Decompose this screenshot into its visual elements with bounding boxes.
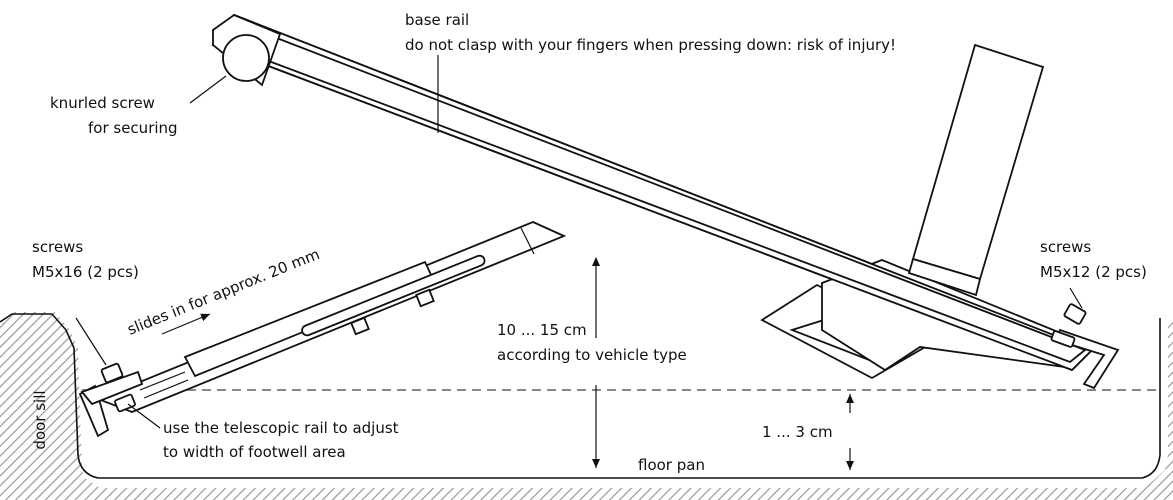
screw-right-1 <box>1063 303 1087 325</box>
label-warning: do not clasp with your fingers when pres… <box>405 36 896 54</box>
label-knurled-1: knurled screw <box>50 94 155 112</box>
label-gap: 1 ... 3 cm <box>762 423 833 441</box>
leader-telescopic <box>127 403 161 429</box>
left-mounting-bracket <box>78 362 144 438</box>
label-knurled-2: for securing <box>88 119 178 137</box>
label-telescopic-2: to width of footwell area <box>163 443 346 461</box>
base-plate <box>211 13 1094 372</box>
screw-right-2 <box>1050 330 1076 348</box>
telescopic-rail <box>95 221 567 413</box>
label-floor-pan: floor pan <box>638 456 705 474</box>
label-screws-right-2: M5x12 (2 pcs) <box>1040 263 1147 281</box>
slide-arrow <box>161 313 211 335</box>
label-screws-left-1: screws <box>32 238 83 256</box>
leader-screws-left <box>75 317 107 366</box>
screw-left-2 <box>114 393 136 413</box>
label-height-2: according to vehicle type <box>497 346 687 364</box>
support-post <box>907 43 1045 297</box>
knurled-screw <box>212 13 282 87</box>
label-height-1: 10 ... 15 cm <box>497 321 587 339</box>
label-screws-left-2: M5x16 (2 pcs) <box>32 263 139 281</box>
right-mounting-bracket <box>1050 303 1120 390</box>
telescopic-slot <box>301 254 486 337</box>
leader-screws-right <box>1069 287 1083 309</box>
label-door-sill: door sill <box>31 390 49 449</box>
label-screws-right-1: screws <box>1040 238 1091 256</box>
screw-left-1 <box>100 362 124 384</box>
floor-pan-body <box>0 312 1173 500</box>
leader-knurled <box>189 75 227 104</box>
label-base-rail: base rail <box>405 11 469 29</box>
label-telescopic-1: use the telescopic rail to adjust <box>163 419 399 437</box>
